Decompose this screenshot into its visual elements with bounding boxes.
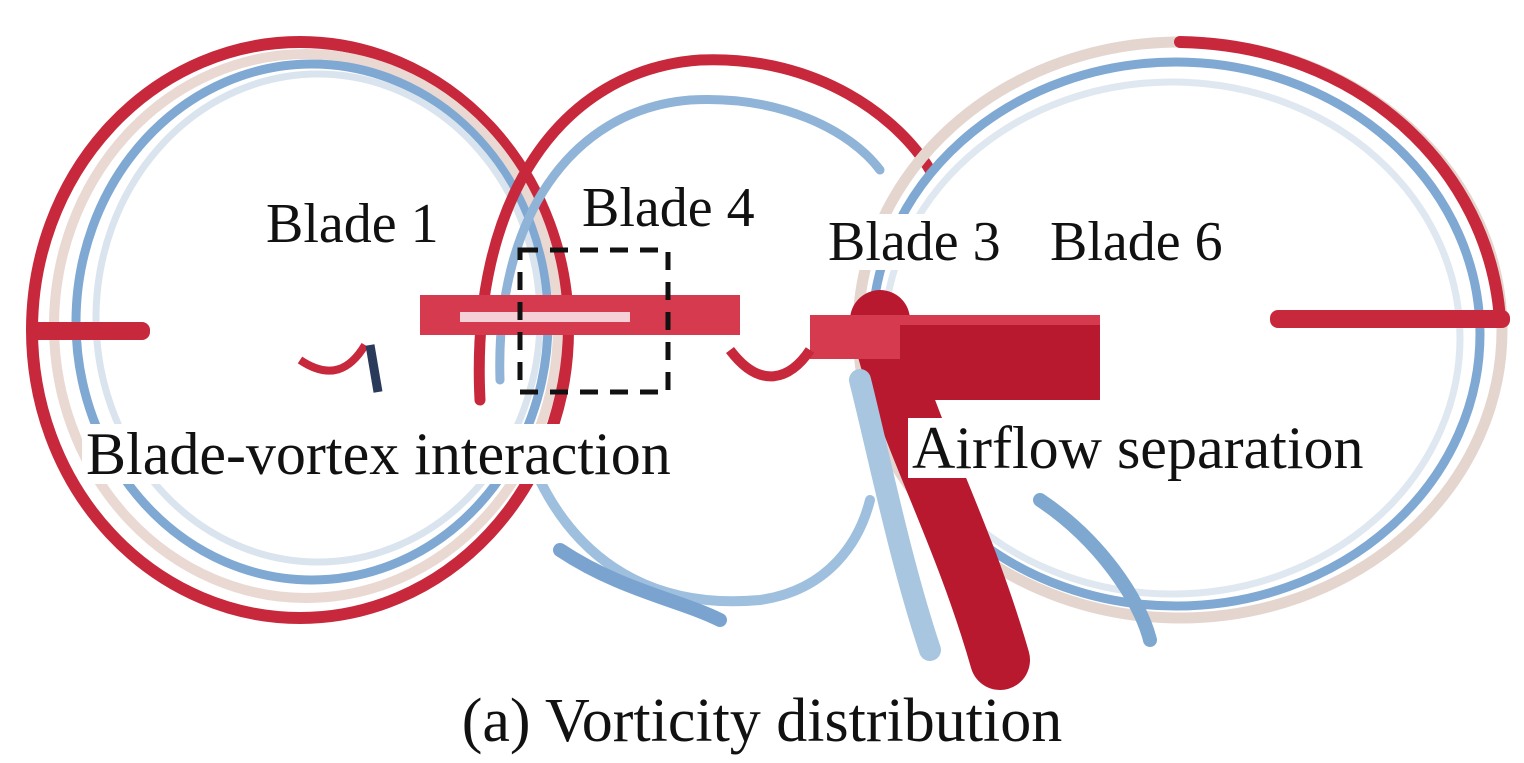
- label-blade-4: Blade 4: [578, 180, 759, 236]
- label-airflow-separation: Airflow separation: [908, 418, 1368, 478]
- label-blade-3: Blade 3: [824, 214, 1005, 270]
- label-blade-vortex-interaction: Blade-vortex interaction: [82, 424, 675, 484]
- middle-vortex-rings: [473, 54, 936, 627]
- bvi-highlight-box: [517, 247, 671, 395]
- figure-caption: (a) Vorticity distribution: [461, 687, 1063, 755]
- blade-sheets: [30, 295, 1510, 400]
- label-blade-6: Blade 6: [1046, 214, 1227, 270]
- label-blade-1: Blade 1: [262, 196, 443, 252]
